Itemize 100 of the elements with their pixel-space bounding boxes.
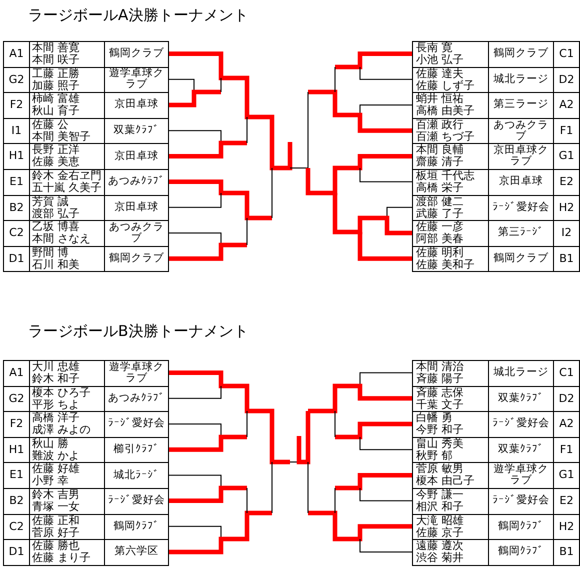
player-name: 斉藤 志保 [416, 386, 464, 399]
entry-row [3, 488, 169, 515]
player-name: 渋谷 菊井 [416, 552, 464, 564]
club-name: 遊学卓球クラブ [492, 464, 550, 486]
club-name: 双葉ｸﾗﾌﾞ [497, 392, 545, 404]
club-name: 第三ラージ [492, 99, 550, 110]
seed-number: E2 [558, 495, 574, 507]
seed-number: E1 [8, 469, 24, 482]
entry-row [3, 514, 169, 540]
player-name: 鈴木 和子 [32, 373, 80, 385]
club-name: 遊学卓球クラブ [108, 68, 165, 90]
seed-number: B2 [8, 202, 25, 214]
club-name: 京田卓球クラブ [492, 145, 550, 168]
seed-number: B1 [558, 546, 575, 558]
entry-row [3, 194, 169, 222]
seed-number: H2 [558, 520, 576, 533]
club-name: 双葉ｸﾗﾌﾞ [497, 444, 545, 456]
player-name: 佐藤 京子 [416, 526, 464, 539]
seed-number: D1 [8, 546, 26, 558]
seed-number: H1 [8, 150, 26, 162]
entry-row [412, 462, 580, 489]
player-name: 齋藤 清子 [416, 156, 464, 168]
player-name: 工藤 正勝 [32, 68, 80, 80]
entry-row [412, 411, 580, 438]
player-name: 百瀬 ちづ子 [416, 130, 474, 143]
entry-row [412, 169, 580, 196]
club-name: ﾗｰｼﾞ愛好会 [107, 418, 166, 430]
player-name: 芳賀 誠 [32, 196, 68, 208]
player-name: 佐藤 勝也 [32, 540, 80, 552]
player-name: 菅原 敏男 [416, 463, 464, 476]
entry-row [412, 436, 580, 464]
player-name: 長南 寛 [416, 42, 452, 54]
club-name: ﾗｰｼﾞ愛好会 [107, 495, 166, 506]
player-name: 阿部 美春 [416, 233, 464, 246]
entry-row [412, 118, 580, 144]
player-name: 平形 ちよ [32, 398, 80, 411]
player-name: 本間 さなえ [32, 233, 90, 246]
player-name: 秋山 勝 [32, 438, 68, 450]
player-name: 今野 謙一 [416, 489, 464, 501]
player-name: 佐藤 公 [32, 118, 68, 131]
player-name: 榎本 由己子 [416, 475, 474, 488]
player-name: 菅原 好子 [32, 526, 80, 539]
seed-number: C1 [558, 367, 575, 379]
seed-number: A2 [558, 418, 575, 430]
club-name: 鶴岡クラブ [108, 253, 165, 264]
player-name: 板垣 千代志 [416, 170, 474, 182]
seed-number: H1 [8, 444, 26, 456]
player-name: 本間 善寛 [32, 42, 80, 54]
player-name: 佐藤 しず子 [416, 80, 474, 92]
club-name: 第三ﾗｰｼﾞ [497, 227, 545, 238]
player-name: 畠山 秀美 [416, 438, 464, 450]
entry-row [3, 360, 169, 387]
entry-row [3, 143, 169, 170]
player-name: 渡部 弘子 [32, 208, 80, 220]
player-name: 百瀬 政行 [416, 118, 464, 131]
player-name: 佐藤 まり子 [32, 552, 90, 564]
seed-number: D2 [558, 392, 576, 405]
player-name: 佐藤 美和子 [416, 258, 474, 271]
seed-number: G2 [8, 74, 26, 86]
seed-number: B2 [8, 495, 25, 507]
player-name: 斉藤 陽子 [416, 373, 464, 385]
seed-number: C2 [8, 227, 25, 240]
seed-number: E2 [558, 176, 574, 188]
player-name: 青塚 一女 [32, 501, 80, 513]
player-name: 榎本 ひろ子 [32, 386, 90, 399]
player-name: 白幡 勇 [416, 412, 452, 424]
club-name: 鶴岡クラブ [492, 48, 550, 60]
player-name: 鈴木 吉男 [32, 489, 80, 501]
player-name: 秋山 育子 [32, 105, 80, 118]
entry-row [412, 246, 580, 272]
entry-row [3, 41, 169, 68]
player-name: 長野 正洋 [32, 144, 80, 156]
club-name: あつみクラブ [492, 120, 550, 142]
player-name: 佐藤 一彦 [416, 221, 464, 234]
entry-row [3, 92, 169, 119]
player-name: 本間 清治 [416, 361, 464, 373]
entry-row [3, 169, 169, 196]
entry-row [412, 92, 580, 119]
seed-number: D1 [8, 252, 26, 265]
club-name: 鶴岡ｸﾗﾌﾞ [112, 520, 160, 532]
player-name: 武藤 了子 [416, 208, 464, 220]
entry-row [412, 220, 580, 247]
entry-row [412, 360, 580, 387]
club-name: 鶴岡クラブ [492, 253, 550, 264]
entry-row [3, 436, 169, 464]
club-name: 櫛引ｸﾗﾌﾞ [112, 444, 160, 456]
player-name: 加藤 照子 [32, 80, 80, 92]
club-name: 鶴岡クラブ [108, 48, 165, 60]
club-name: 鶴岡ｸﾗﾌﾞ [497, 546, 545, 558]
seed-number: G2 [8, 392, 26, 405]
seed-number: A1 [8, 367, 25, 379]
player-name: 本間 美智子 [32, 130, 90, 143]
entry-row [412, 66, 580, 94]
entry-row [412, 41, 580, 68]
club-name: 第六学区 [114, 546, 160, 558]
entry-row [3, 66, 169, 94]
club-name: 城北ラージ [492, 74, 550, 85]
club-name: あつみクラブ [108, 222, 165, 244]
entry-row [412, 488, 580, 515]
seed-number: F1 [558, 124, 574, 137]
